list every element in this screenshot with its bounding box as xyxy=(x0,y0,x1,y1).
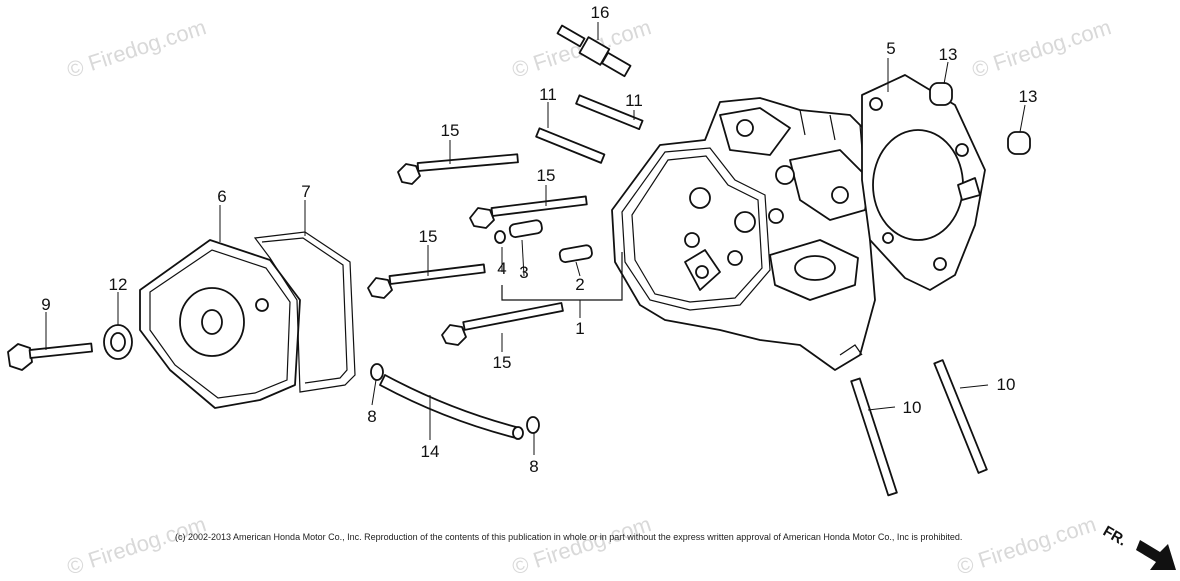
callout-10b: 10 xyxy=(997,375,1016,394)
watermark-text: © Firedog.com xyxy=(954,511,1099,579)
callout-15b: 15 xyxy=(537,166,556,185)
spark-plug-16-part xyxy=(556,24,632,78)
clip-8-parts xyxy=(370,363,540,434)
leader-lines xyxy=(45,22,1026,455)
callout-10a: 10 xyxy=(903,398,922,417)
stud-11-parts xyxy=(535,94,644,164)
stud-10-parts xyxy=(850,359,988,497)
callout-16: 16 xyxy=(591,3,610,22)
dowel-parts xyxy=(494,219,593,264)
watermark-text: © Firedog.com xyxy=(64,14,209,82)
callout-11a: 11 xyxy=(539,85,557,104)
callout-15c: 15 xyxy=(419,227,438,246)
callouts: 16 5 13 13 11 11 15 15 15 15 6 7 12 9 4 … xyxy=(41,3,1037,476)
callout-14: 14 xyxy=(421,442,440,461)
cover-gasket-part xyxy=(253,231,356,393)
callout-3: 3 xyxy=(519,263,528,282)
callout-8a: 8 xyxy=(367,407,376,426)
watermark-text: © Firedog.com xyxy=(64,511,209,579)
front-label: FR. xyxy=(1100,523,1129,550)
callout-4: 4 xyxy=(497,259,506,278)
callout-13a: 13 xyxy=(939,45,958,64)
callout-2: 2 xyxy=(575,275,584,294)
bolt-15-mid xyxy=(469,195,588,229)
callout-15a: 15 xyxy=(441,121,460,140)
breather-tube-14-part xyxy=(379,374,524,440)
bolt-15-parts xyxy=(367,153,588,346)
callout-8b: 8 xyxy=(529,457,538,476)
callout-12: 12 xyxy=(109,275,128,294)
grommet-12-part xyxy=(103,324,133,360)
head-gasket-5-part xyxy=(861,74,986,291)
watermark-text: © Firedog.com xyxy=(509,511,654,579)
arrow-icon xyxy=(1136,540,1176,570)
bolt-9-part xyxy=(7,342,93,371)
bolt-15-left xyxy=(367,263,486,299)
callout-9: 9 xyxy=(41,295,50,314)
bolt-15-top xyxy=(397,153,519,185)
callout-1: 1 xyxy=(575,319,584,338)
dowel-13-parts xyxy=(929,82,1031,155)
callout-6: 6 xyxy=(217,187,226,206)
watermark-text: © Firedog.com xyxy=(969,14,1114,82)
callout-15d: 15 xyxy=(493,353,512,372)
cylinder-head-part xyxy=(611,97,896,371)
callout-13b: 13 xyxy=(1019,87,1038,106)
front-direction-indicator: FR. xyxy=(1100,523,1176,570)
head-cover-part xyxy=(139,239,301,409)
copyright-notice: (c) 2002-2013 American Honda Motor Co., … xyxy=(175,532,962,542)
callout-11b: 11 xyxy=(625,91,643,110)
callout-7: 7 xyxy=(301,182,310,201)
bolt-15-bottom xyxy=(441,302,564,346)
callout-5: 5 xyxy=(886,39,895,58)
